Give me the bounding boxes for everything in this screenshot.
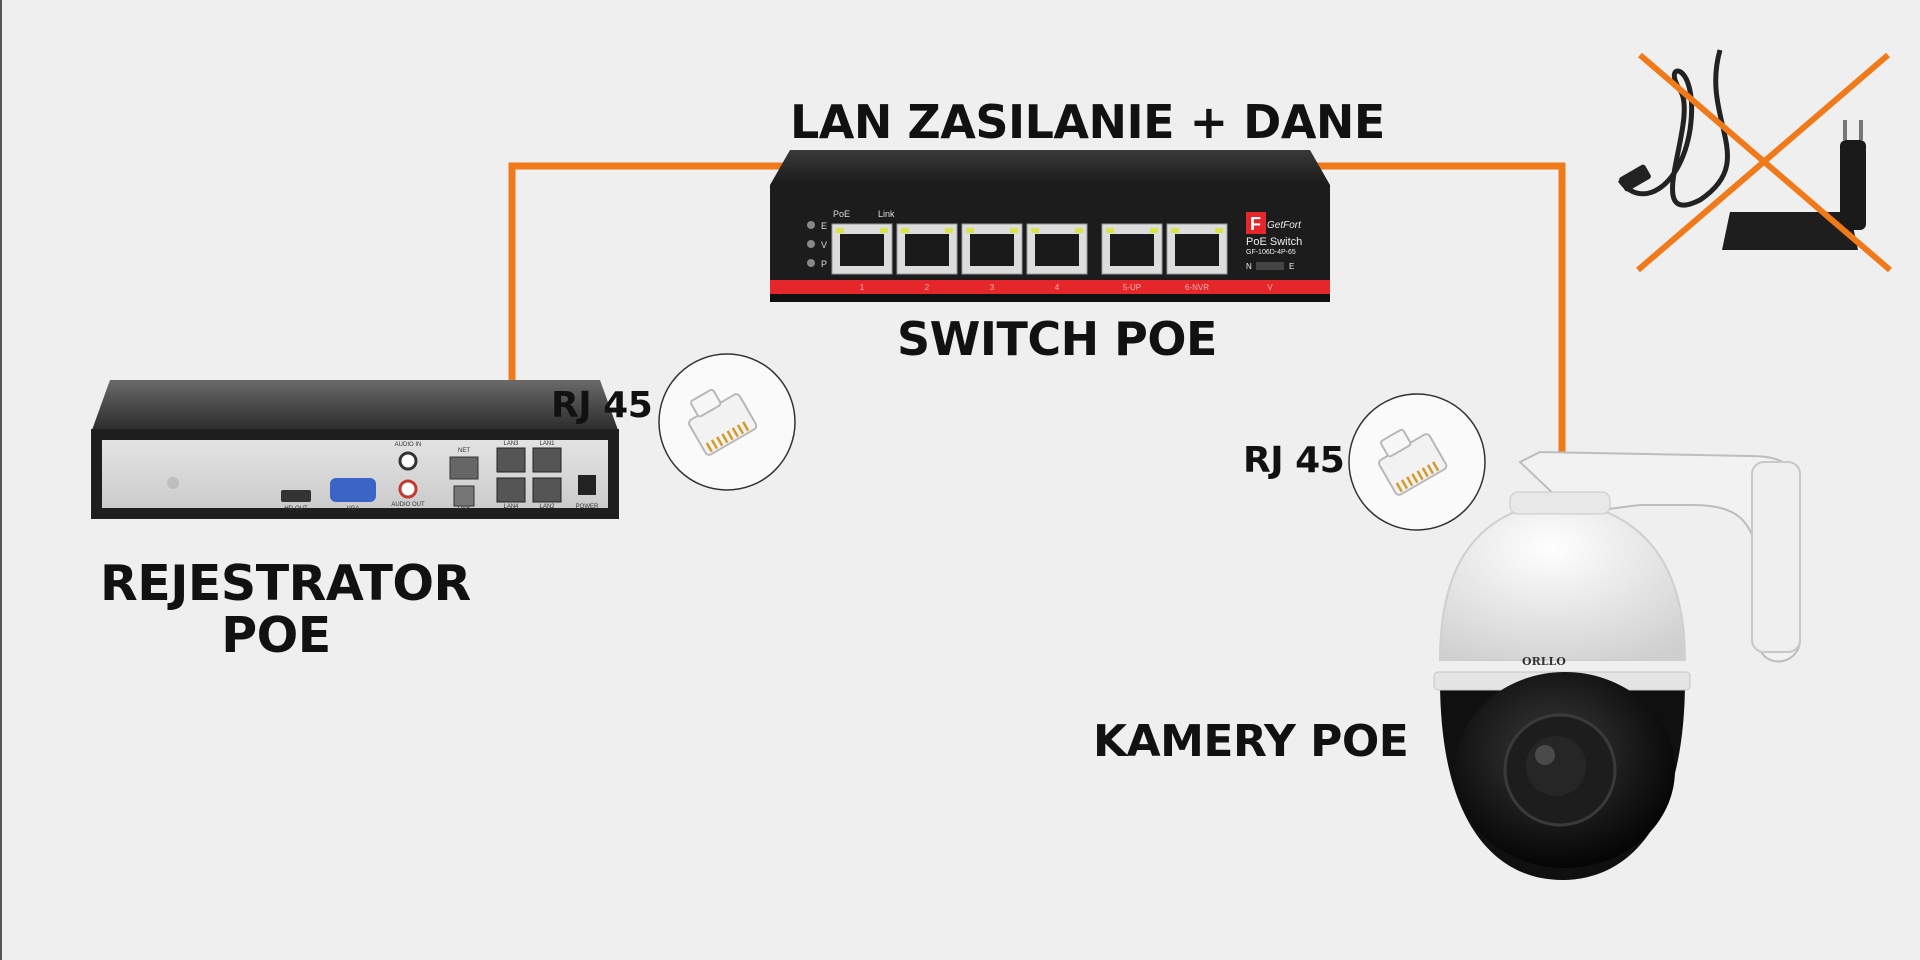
switch-brand-logo	[1246, 212, 1266, 234]
rj45-label-right: RJ 45	[1243, 440, 1345, 481]
switch-header-link: Link	[878, 209, 895, 219]
cable-recorder-switch	[508, 162, 790, 452]
poe-switch-device: E V P PoE Link	[770, 150, 1330, 302]
switch-indicator-label: V	[821, 240, 827, 250]
switch-port-label: 4	[1055, 283, 1060, 292]
power-adapter-crossed	[1617, 49, 1892, 273]
rj45-connector-left	[658, 353, 796, 491]
poe-camera-device: ORLLO	[1433, 450, 1802, 880]
switch-label: SWITCH POE	[897, 312, 1217, 366]
switch-right-label: V	[1267, 283, 1273, 292]
switch-port-label: 3	[990, 283, 995, 292]
switch-header-poe: PoE	[833, 209, 850, 219]
cross-line	[1636, 52, 1890, 273]
camera-brand: ORLLO	[1522, 655, 1566, 668]
recorder-logo-mark	[167, 477, 179, 489]
cable-lines	[508, 162, 1566, 470]
rj45-label-left: RJ 45	[551, 385, 653, 426]
switch-n-label: N	[1246, 262, 1252, 271]
recorder-port-label: HD-OUT	[284, 506, 308, 512]
recorder-port-label: USB	[458, 506, 470, 512]
switch-brand-name: GetFort	[1267, 220, 1302, 231]
recorder-port-label: VGA	[347, 506, 360, 512]
switch-port-label: 5-UP	[1123, 283, 1141, 292]
recorder-port-label: POWER	[576, 504, 599, 510]
top-label-lan-power-data: LAN ZASILANIE + DANE	[790, 95, 1385, 149]
left-edge-line	[0, 0, 2, 960]
recorder-port-label: LAN3	[503, 441, 519, 447]
recorder-port-label: LAN4	[503, 504, 519, 510]
switch-port-label: 2	[925, 283, 930, 292]
switch-indicator-label: E	[821, 221, 827, 231]
recorder-label: REJESTRATOR POE	[100, 555, 471, 664]
camera-label: KAMERY POE	[1093, 716, 1409, 767]
recorder-port-label: NET	[458, 448, 470, 454]
switch-port-label: 1	[860, 283, 865, 292]
recorder-port-label: LAN1	[539, 441, 555, 447]
recorder-port-label: AUDIO OUT	[391, 502, 425, 508]
switch-ports	[831, 223, 1228, 275]
rj45-connector-right	[1348, 393, 1486, 531]
recorder-port-label: AUDIO IN	[395, 442, 422, 448]
poe-recorder-device: HD-OUT VGA AUDIO IN AUDIO OUT NET USB LA…	[91, 380, 619, 519]
switch-toggle	[1256, 262, 1284, 270]
cable-switch-camera	[1310, 162, 1566, 470]
switch-indicator-label: P	[821, 259, 827, 269]
recorder-port-label: LAN2	[539, 504, 555, 510]
switch-e-label: E	[1289, 262, 1294, 271]
switch-model-line1: PoE Switch	[1246, 236, 1302, 248]
switch-port-label: 6-NVR	[1185, 283, 1209, 292]
svg-text:F: F	[1250, 214, 1261, 234]
switch-model-line2: GF-106D-4P-65	[1246, 249, 1296, 256]
